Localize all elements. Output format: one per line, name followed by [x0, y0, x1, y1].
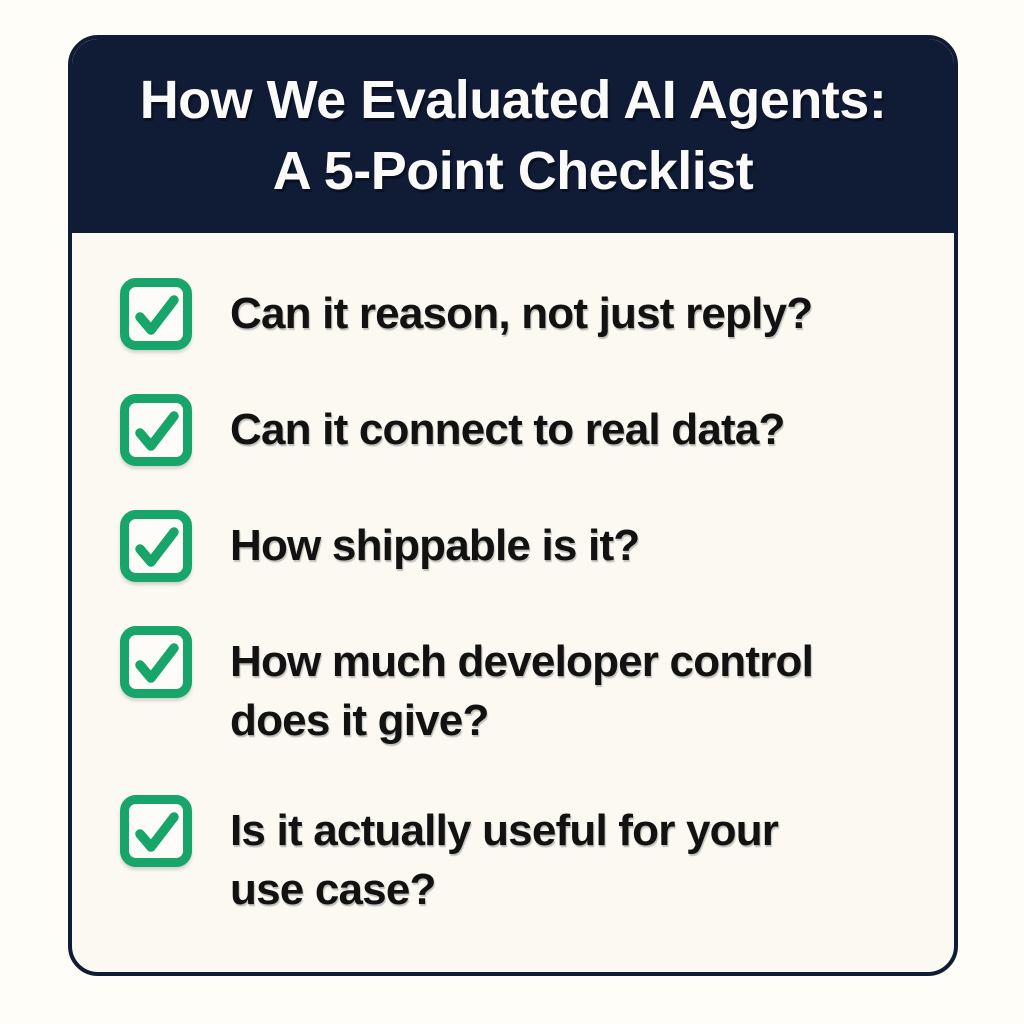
checked-checkbox-icon[interactable] — [120, 278, 192, 350]
checked-checkbox-icon[interactable] — [120, 794, 192, 867]
checkmark-icon — [135, 411, 179, 451]
checkmark-icon — [135, 643, 179, 683]
checklist-card: How We Evaluated AI Agents: A 5-Point Ch… — [68, 35, 958, 976]
checklist-item: How shippable is it? — [120, 510, 918, 582]
checked-checkbox-icon[interactable] — [120, 510, 192, 582]
checklist-item: How much developer control does it give? — [120, 626, 918, 751]
checked-checkbox-icon[interactable] — [120, 394, 192, 466]
checklist-item: Can it connect to real data? — [120, 394, 918, 466]
checklist-item: Is it actually useful for your use case? — [120, 794, 918, 920]
checkmark-icon — [135, 812, 179, 852]
checklist: Can it reason, not just reply? Can it co… — [72, 233, 954, 920]
checked-checkbox-icon[interactable] — [120, 626, 192, 698]
card-title: How We Evaluated AI Agents: A 5-Point Ch… — [139, 69, 887, 201]
item-label: Is it actually useful for your use case? — [230, 805, 779, 914]
item-label: How shippable is it? — [230, 521, 640, 570]
card-header: How We Evaluated AI Agents: A 5-Point Ch… — [72, 39, 954, 233]
item-label: Can it reason, not just reply? — [230, 289, 813, 338]
item-label: How much developer control does it give? — [230, 637, 814, 745]
checkmark-icon — [135, 295, 179, 335]
item-label: Can it connect to real data? — [230, 405, 785, 454]
checklist-item: Can it reason, not just reply? — [120, 278, 918, 350]
checkmark-icon — [135, 527, 179, 567]
